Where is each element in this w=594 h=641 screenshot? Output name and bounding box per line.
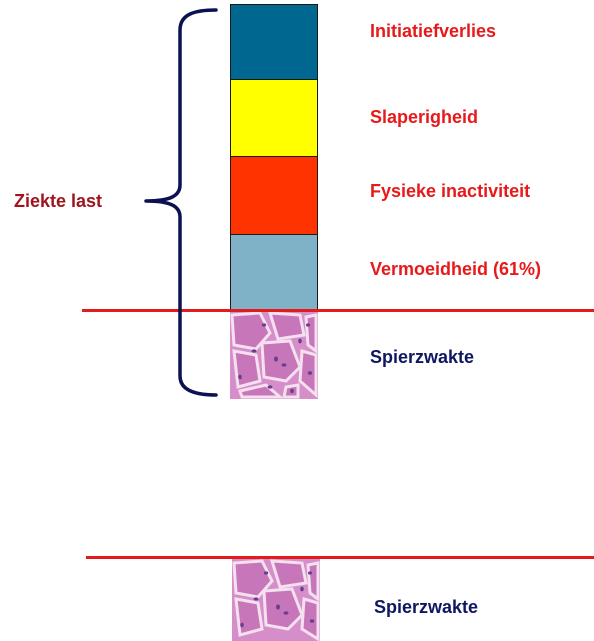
label-vermoeidheid: Vermoeidheid (61%) [370, 258, 541, 280]
label-slaperigheid: Slaperigheid [370, 106, 478, 128]
label-spierzwakte: Spierzwakte [370, 346, 474, 368]
label-initiatiefverlies: Initiatiefverlies [370, 20, 496, 42]
label-spierzwakte-bottom: Spierzwakte [374, 596, 478, 618]
side-label-ziekte-last: Ziekte last [14, 190, 102, 212]
label-fysieke-inactiviteit: Fysieke inactiviteit [370, 180, 530, 202]
